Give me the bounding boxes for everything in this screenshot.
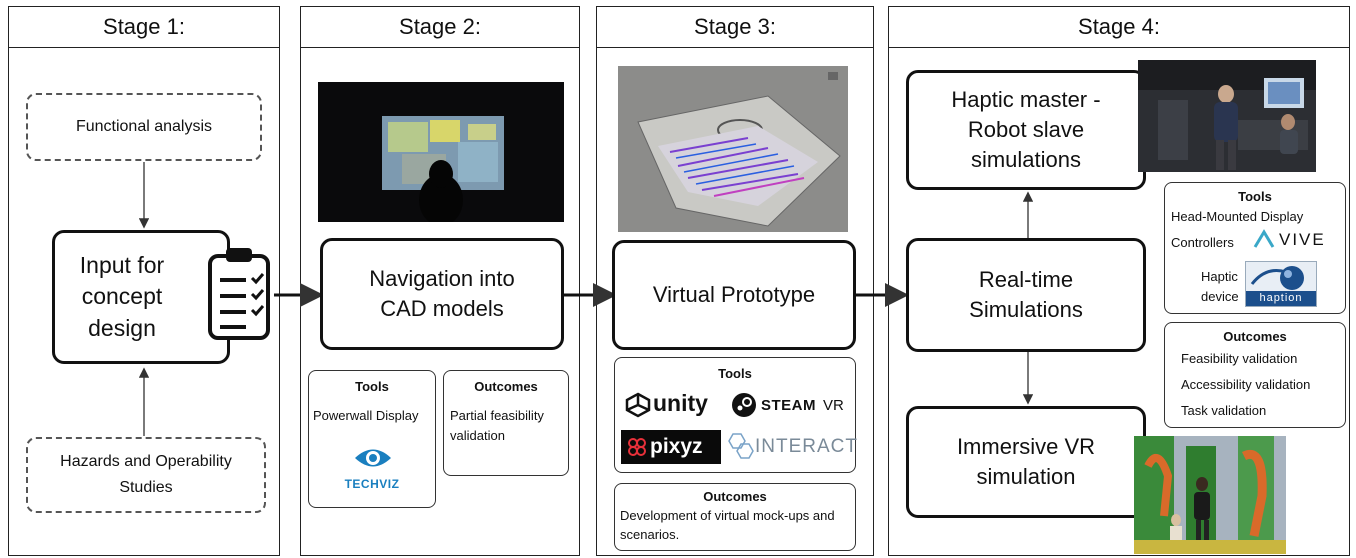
real-time-simulations-box: Real-time Simulations [906, 238, 1146, 352]
stage4-tools-title: Tools [1238, 189, 1272, 204]
stage3-tools-title: Tools [718, 366, 752, 381]
immersive-vr-label: Immersive VR simulation [956, 434, 1096, 489]
vive-logo-text: VIVE [1279, 230, 1326, 249]
stage4-tools-panel: Tools Head-Mounted Display Controllers V… [1164, 182, 1346, 314]
navigation-cad-box: Navigation into CAD models [320, 238, 564, 350]
real-time-simulations-label: Real-time Simulations [969, 267, 1083, 322]
virtual-mockups-label: Development of virtual mock-ups and scen… [620, 508, 835, 542]
stage-1-title: Stage 1: [9, 7, 279, 48]
navigation-cad-label: Navigation into CAD models [369, 266, 515, 321]
accessibility-validation-label: Accessibility validation [1181, 377, 1311, 392]
interact-logo-text: INTERACT [755, 436, 858, 457]
haption-logo-text: haption [1246, 291, 1316, 306]
functional-analysis-label: Functional analysis [75, 118, 213, 136]
unity-logo-text: unity [653, 390, 708, 416]
interact-hexagon-icon [728, 433, 754, 459]
haptic-lab-photo [1138, 60, 1316, 172]
stage4-outcomes-panel: Outcomes Feasibility validation Accessib… [1164, 322, 1346, 428]
stage-4-title: Stage 4: [889, 7, 1349, 48]
techviz-eye-icon [355, 449, 391, 467]
pixyz-logo: pixyz [621, 430, 721, 464]
input-concept-design-label: Input for concept design [79, 252, 165, 341]
partial-feasibility-label: Partial feasibility validation [450, 408, 544, 443]
stage3-tools-panel: Tools unity STEAM VR pixyz INTERACT [614, 357, 858, 473]
virtual-prototype-label: Virtual Prototype [652, 282, 816, 308]
hazards-operability-label: Hazards and Operability Studies [60, 453, 232, 496]
haptic-device-label: Haptic device [1201, 269, 1239, 305]
stage4-outcomes-title: Outcomes [1223, 329, 1287, 344]
stage2-outcomes-panel: Outcomes Partial feasibility validation [443, 370, 569, 476]
controllers-label: Controllers [1171, 235, 1234, 250]
unity-cube-icon [625, 392, 651, 418]
pixyz-logo-text: pixyz [650, 435, 703, 458]
techviz-logo-text: TECHVIZ [344, 477, 400, 491]
stage2-outcomes-title: Outcomes [474, 379, 538, 394]
hazards-operability-box: Hazards and Operability Studies [26, 437, 266, 513]
stage2-tools-title: Tools [355, 379, 389, 394]
immersive-vr-render [1134, 436, 1286, 554]
vive-icon [1253, 229, 1275, 248]
vr-logo-text: VR [823, 397, 844, 414]
stage3-outcomes-title: Outcomes [703, 489, 767, 504]
stage2-tools-panel: Tools Powerwall Display TECHVIZ [308, 370, 436, 508]
virtual-prototype-render [618, 66, 848, 232]
stage-3-title: Stage 3: [597, 7, 873, 48]
haption-sphere-icon [1250, 266, 1304, 290]
powerwall-photo [318, 82, 564, 222]
clipboard-checklist-icon [208, 248, 270, 340]
virtual-prototype-box: Virtual Prototype [612, 240, 856, 350]
task-validation-label: Task validation [1181, 403, 1267, 418]
haptic-master-label: Haptic master - Robot slave simulations [951, 87, 1101, 172]
head-mounted-display-label: Head-Mounted Display [1171, 209, 1304, 224]
functional-analysis-box: Functional analysis [26, 93, 262, 161]
stage-2-title: Stage 2: [301, 7, 579, 48]
haption-logo: haption [1245, 261, 1317, 307]
steam-logo-text: STEAM [761, 397, 816, 414]
stage3-outcomes-panel: Outcomes Development of virtual mock-ups… [614, 483, 856, 551]
immersive-vr-box: Immersive VR simulation [906, 406, 1146, 518]
input-concept-design-box: Input for concept design [52, 230, 230, 364]
feasibility-validation-label: Feasibility validation [1181, 351, 1298, 366]
powerwall-display-label: Powerwall Display [313, 408, 419, 423]
haptic-master-box: Haptic master - Robot slave simulations [906, 70, 1146, 190]
steam-icon [732, 393, 756, 417]
pixyz-icon [628, 438, 646, 456]
